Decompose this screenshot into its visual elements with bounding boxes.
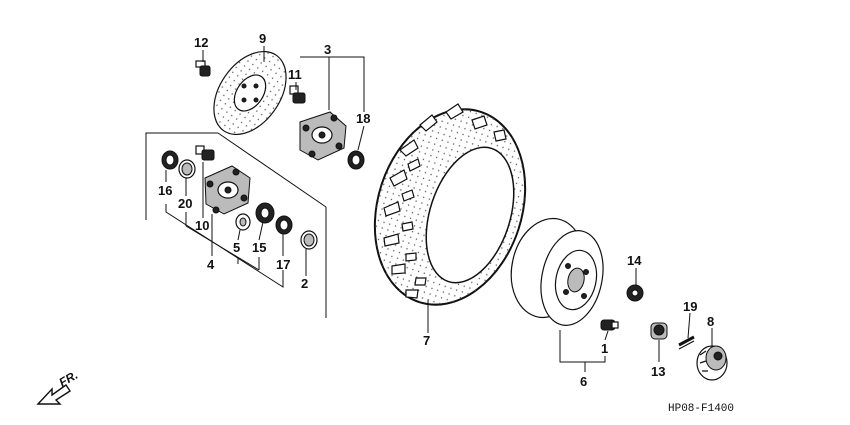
seal-2 <box>300 230 318 250</box>
upper-hub <box>299 111 347 161</box>
wheel-rim <box>510 217 604 326</box>
bearing-18 <box>347 150 365 170</box>
callout-13: 13 <box>651 364 665 379</box>
callout-5: 5 <box>233 240 240 255</box>
hub-cap-8 <box>696 345 728 381</box>
callout-14: 14 <box>627 253 642 268</box>
leader-lines <box>165 46 713 372</box>
bolt-10 <box>195 145 215 161</box>
brake-disc <box>213 50 287 136</box>
callout-12: 12 <box>194 35 208 50</box>
callout-7: 7 <box>423 333 430 348</box>
lower-hub <box>204 165 251 215</box>
callout-4: 4 <box>207 257 215 272</box>
callout-9: 9 <box>259 31 266 46</box>
assembly-bracket <box>145 132 327 318</box>
seal-20 <box>178 159 196 179</box>
callout-19: 19 <box>683 299 697 314</box>
collar-5 <box>235 213 251 231</box>
callout-2: 2 <box>301 276 308 291</box>
bolt-11 <box>289 85 306 104</box>
direction-label: FR. <box>57 368 81 390</box>
diagram-code: HP08-F1400 <box>668 403 734 415</box>
callout-1: 1 <box>601 341 608 356</box>
callout-3: 3 <box>324 42 331 57</box>
front-direction-arrow: FR. <box>36 368 81 405</box>
bolt-12 <box>195 60 211 77</box>
valve-stem <box>600 319 619 331</box>
callout-8: 8 <box>707 314 714 329</box>
callout-17: 17 <box>276 257 290 272</box>
tire <box>373 103 527 306</box>
bearing-16 <box>161 150 179 170</box>
nut-14 <box>626 284 644 302</box>
tire-tread <box>383 103 507 299</box>
callout-18: 18 <box>356 111 370 126</box>
bearing-15 <box>255 202 275 224</box>
callout-labels: 12 9 3 11 18 16 20 10 5 15 4 17 2 7 1 6 … <box>158 31 714 389</box>
callout-20: 20 <box>178 196 192 211</box>
cotter-pin-19 <box>678 335 695 350</box>
callout-11: 11 <box>288 67 302 82</box>
castle-nut-13 <box>650 322 668 340</box>
callout-10: 10 <box>195 218 209 233</box>
callout-15: 15 <box>252 240 266 255</box>
callout-6: 6 <box>580 374 587 389</box>
callout-16: 16 <box>158 183 172 198</box>
bearing-17 <box>275 215 293 235</box>
